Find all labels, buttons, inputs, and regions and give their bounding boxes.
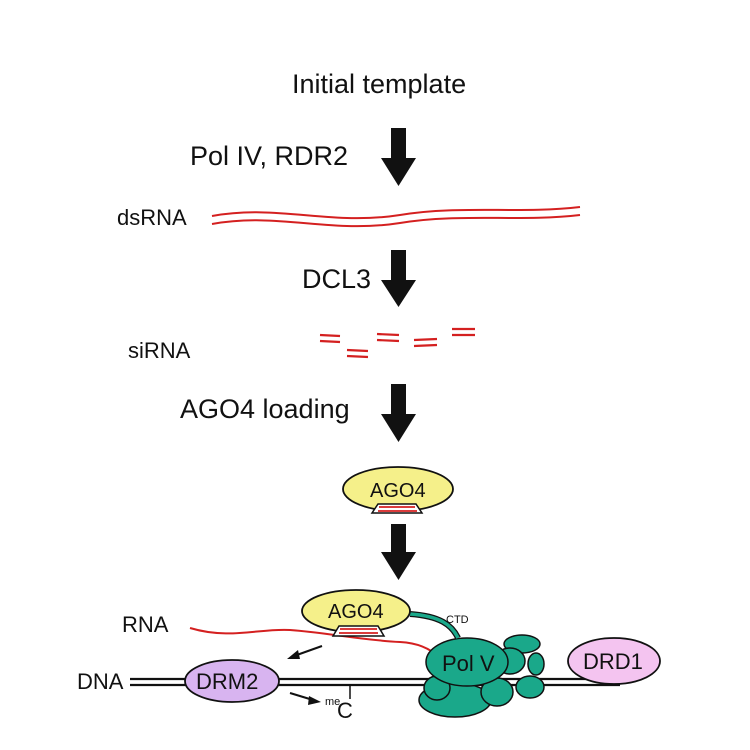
recruitment-arrow-icon: [287, 645, 323, 659]
dna-label: DNA: [77, 669, 124, 694]
ago4-bottom-label: AGO4: [328, 601, 384, 623]
ago4-loading-label: AGO4 loading: [180, 394, 350, 424]
drm2-label: DRM2: [196, 669, 258, 694]
ago4-complex-top: AGO4: [342, 466, 454, 514]
sirna-duplexes: [319, 327, 475, 359]
pol-v-complex: [418, 634, 545, 718]
ago4-complex-bottom: AGO4: [301, 589, 411, 637]
pol-v-label: Pol V: [442, 651, 495, 676]
dcl3-label: DCL3: [302, 264, 371, 294]
ctd-label: CTD: [446, 614, 469, 626]
dsrna-strand: [211, 206, 581, 228]
rna-transcript: [189, 627, 441, 659]
pol-iv-rdr2-label: Pol IV, RDR2: [190, 141, 348, 171]
sirna-label: siRNA: [128, 338, 191, 363]
methylation-arrow-icon: [289, 692, 321, 705]
down-arrow-icon: [381, 128, 416, 186]
methyl-c-superscript: me: [325, 696, 340, 708]
initial-template-label: Initial template: [292, 69, 466, 99]
rna-label: RNA: [122, 612, 169, 637]
sirna-pocket: [331, 625, 386, 637]
down-arrow-icon: [381, 384, 416, 442]
down-arrow-icon: [381, 524, 416, 580]
down-arrow-icon: [381, 250, 416, 307]
drm2-enzyme: DRM2: [184, 659, 280, 703]
methyl-c-label: C: [337, 698, 353, 723]
ago4-top-label: AGO4: [370, 480, 426, 502]
drd1-enzyme: DRD1: [567, 637, 661, 685]
drd1-label: DRD1: [583, 649, 643, 674]
dsrna-label: dsRNA: [117, 205, 187, 230]
